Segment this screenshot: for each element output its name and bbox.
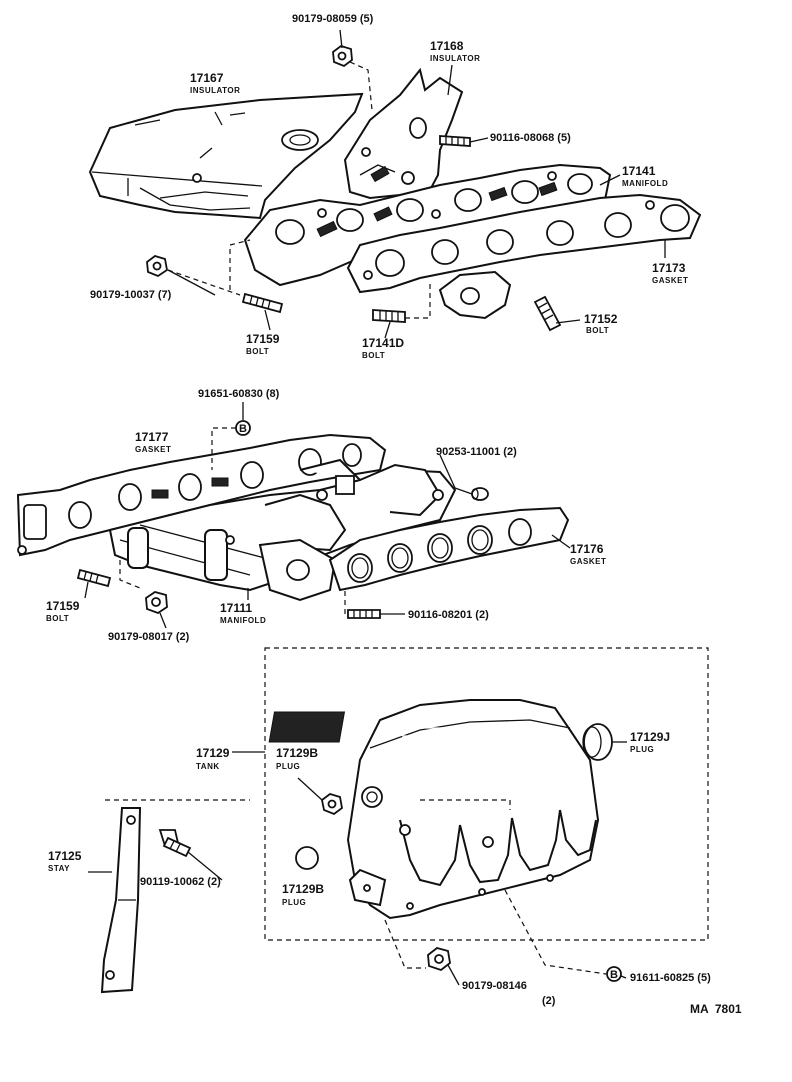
part-number-17176: 17176	[570, 542, 604, 556]
part-number-17111: 17111	[220, 601, 252, 615]
part-number-17129b-top: 17129B	[276, 746, 318, 760]
part-number-17152: 17152	[584, 312, 618, 326]
code-90179-08146: 90179-08146	[462, 980, 527, 992]
part-name-17129j: PLUG	[630, 745, 654, 754]
label-17111: 17111 MANIFOLD	[220, 601, 266, 625]
part-number-17129j: 17129J	[630, 730, 670, 744]
part-name-17125: STAY	[48, 864, 70, 873]
part-number-17129: 17129	[196, 746, 230, 760]
bolt-17152-drawing	[533, 295, 581, 332]
bolt-17159-top-drawing	[229, 239, 284, 314]
part-name-17168: INSULATOR	[430, 54, 480, 63]
nut-90179-08017-drawing	[145, 591, 168, 615]
stay-17125-drawing	[100, 799, 250, 994]
gasket-17177-drawing	[16, 433, 387, 557]
plug-90253-11001-drawing	[471, 487, 489, 501]
label-17159-mid: 17159 BOLT	[46, 599, 80, 623]
code-90179-08017: 90179-08017 (2)	[108, 631, 190, 643]
part-number-17125: 17125	[48, 849, 82, 863]
code-90116-08201: 90116-08201 (2)	[408, 609, 489, 621]
part-name-17173: GASKET	[652, 276, 688, 285]
plug-17129b-round-drawing	[295, 846, 319, 870]
part-number-17167: 17167	[190, 71, 224, 85]
part-number-17141: 17141	[622, 164, 656, 178]
label-17129j: 17129J PLUG	[630, 730, 670, 754]
stud-90116-08068-drawing	[439, 135, 489, 147]
label-17129b-top: 17129B PLUG	[276, 746, 318, 771]
part-name-17129b-bottom: PLUG	[282, 898, 306, 907]
label-17141d: 17141D BOLT	[362, 336, 404, 360]
marker-b-bottom-letter: B	[610, 969, 618, 981]
stud-90116-08201-drawing	[344, 590, 381, 619]
leader-lines	[84, 29, 666, 986]
part-number-17129b-bottom: 17129B	[282, 882, 324, 896]
label-17168: 17168 INSULATOR	[430, 39, 480, 63]
marker-b-top: B	[211, 420, 251, 470]
part-name-17141: MANIFOLD	[622, 179, 668, 188]
gasket-17173-drawing	[346, 193, 702, 320]
code-91611-60825: 91611-60825 (5)	[630, 972, 711, 984]
bolt-90119-10062-drawing	[158, 829, 192, 858]
code-90179-08146-qty: (2)	[542, 995, 556, 1007]
part-name-17176: GASKET	[570, 557, 606, 566]
insulator-17167-drawing	[88, 92, 364, 220]
nut-90179-10037-drawing	[146, 255, 241, 296]
part-name-17177: GASKET	[135, 445, 171, 454]
code-91651-60830: 91651-60830 (8)	[198, 388, 280, 400]
label-17173: 17173 GASKET	[652, 261, 688, 285]
exhaust-manifold-17141-drawing	[243, 163, 612, 287]
gasket-17176-drawing	[328, 506, 570, 592]
part-number-17173: 17173	[652, 261, 686, 275]
label-17129: 17129 TANK	[196, 746, 230, 771]
part-name-17141d: BOLT	[362, 351, 385, 360]
bolt-17141d-drawing	[372, 282, 431, 323]
part-name-17129: TANK	[196, 762, 220, 771]
part-name-17129b-top: PLUG	[276, 762, 300, 771]
part-name-17159-mid: BOLT	[46, 614, 69, 623]
part-name-17159-top: BOLT	[246, 347, 269, 356]
part-number-17159-mid: 17159	[46, 599, 80, 613]
label-17176: 17176 GASKET	[570, 542, 606, 566]
part-number-17168: 17168	[430, 39, 464, 53]
part-name-17111: MANIFOLD	[220, 616, 266, 625]
code-90116-08068: 90116-08068 (5)	[490, 132, 571, 144]
marker-b-top-letter: B	[239, 423, 247, 435]
plug-17129b-hex-drawing	[321, 793, 343, 816]
label-17141: 17141 MANIFOLD	[622, 164, 668, 188]
label-17125: 17125 STAY	[48, 849, 82, 873]
label-17152: 17152 BOLT	[584, 312, 618, 335]
surge-tank-17129-drawing	[268, 699, 600, 920]
part-number-17159-top: 17159	[246, 332, 280, 346]
part-number-17177: 17177	[135, 430, 169, 444]
label-17167: 17167 INSULATOR	[190, 71, 240, 95]
part-name-17167: INSULATOR	[190, 86, 240, 95]
label-17159-top: 17159 BOLT	[246, 332, 280, 356]
label-17177: 17177 GASKET	[135, 430, 171, 454]
label-17129b-bottom: 17129B PLUG	[282, 882, 324, 907]
drawing-reference: MA 7801	[690, 1002, 742, 1016]
code-90253-11001: 90253-11001 (2)	[436, 446, 517, 458]
marker-b-bottom: B	[504, 889, 622, 982]
nut-90179-08059-drawing	[332, 45, 373, 111]
intake-manifold-17111-drawing	[108, 458, 457, 602]
code-90179-10037: 90179-10037 (7)	[90, 289, 172, 301]
bolt-17159-mid-drawing	[76, 560, 141, 589]
code-90119-10062: 90119-10062 (2)	[140, 876, 221, 888]
part-name-17152: BOLT	[586, 326, 609, 335]
nut-90179-08146-drawing	[384, 919, 451, 972]
code-90179-08059: 90179-08059 (5)	[292, 13, 374, 25]
plug-17129j-drawing	[582, 723, 613, 761]
part-number-17141d: 17141D	[362, 336, 404, 350]
insulator-17168-drawing	[343, 67, 464, 200]
